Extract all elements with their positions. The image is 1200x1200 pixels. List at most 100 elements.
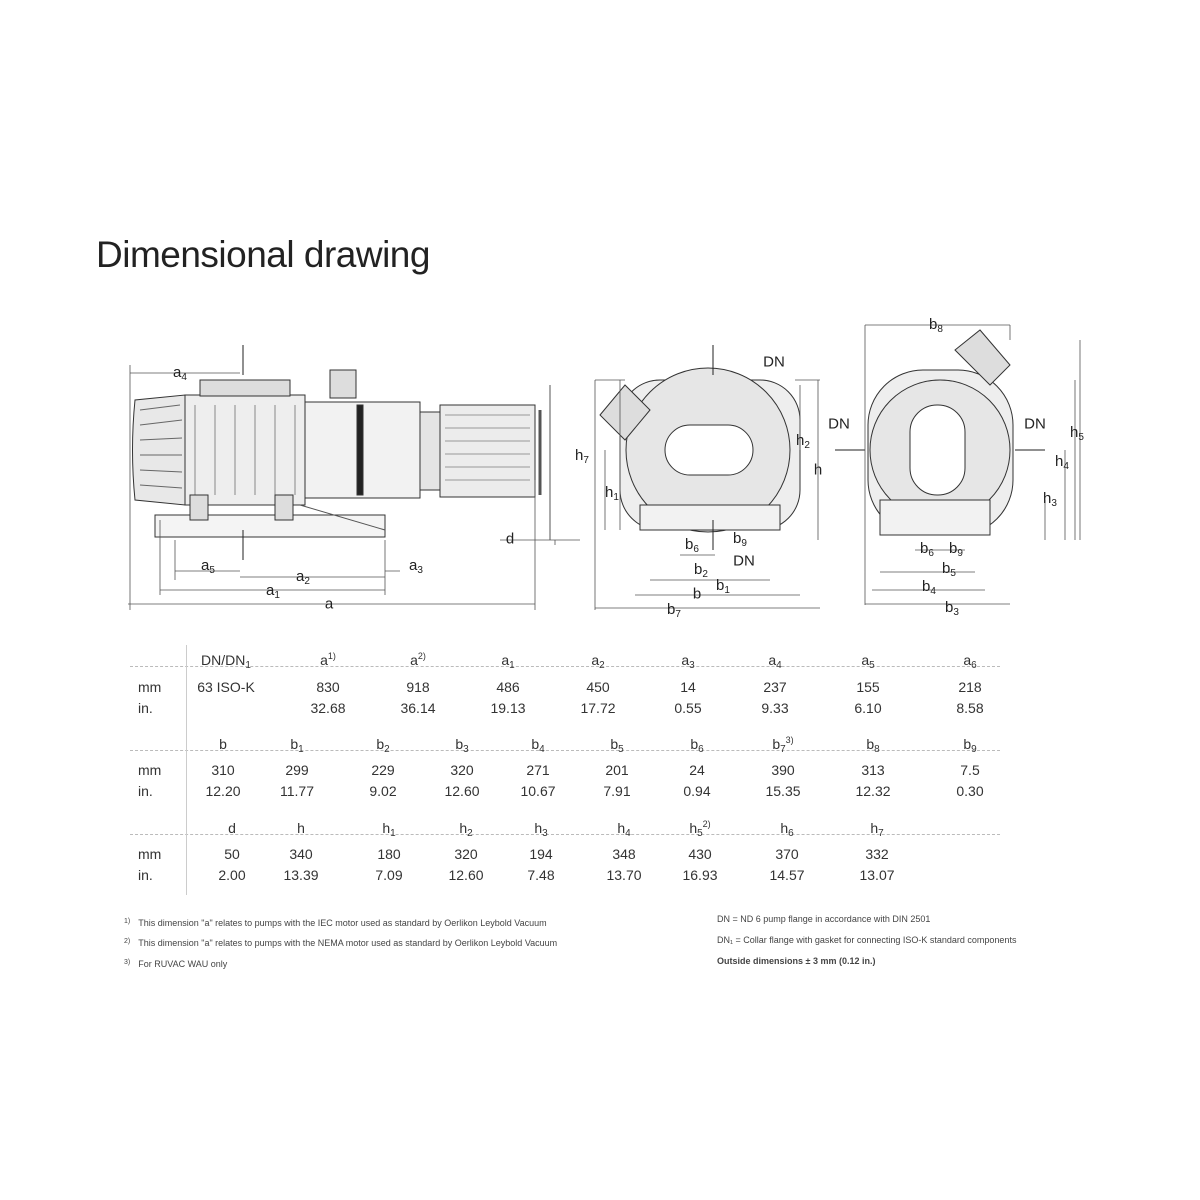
table-cell-mm: 332 [865, 846, 889, 862]
table-cell-mm: 310 [211, 762, 235, 778]
table-cell-in: 9.02 [369, 783, 397, 799]
table-cell-in: 13.39 [283, 867, 319, 883]
column-header: h3 [534, 820, 548, 839]
table-cell-in: 0.94 [683, 783, 711, 799]
footnote-3: 3)For RUVAC WAU only [124, 959, 228, 969]
unit-label: mm [138, 762, 162, 778]
page-title: Dimensional drawing [96, 234, 430, 275]
table-cell-in: 7.48 [527, 867, 555, 883]
table-cell-in: 14.57 [769, 867, 805, 883]
label-h5: h5 [1070, 424, 1084, 443]
table-cell-mm: 320 [450, 762, 474, 778]
table-cell-in: 32.68 [310, 700, 346, 716]
unit-label: mm [138, 846, 162, 862]
label-h4: h4 [1055, 453, 1069, 472]
table-cell-in: 19.13 [490, 700, 526, 716]
label-b6-front: b6 [685, 536, 699, 555]
label-h2: h2 [796, 432, 810, 451]
column-header: a1 [501, 652, 515, 671]
label-dn-top: DN [763, 353, 785, 371]
label-dn-left: DN [828, 415, 850, 433]
column-header: DN/DN1 [201, 652, 251, 671]
table-cell-in: 15.35 [765, 783, 801, 799]
table-cell-mm: 390 [771, 762, 795, 778]
label-b6-rear: b6 [920, 540, 934, 559]
label-dn-right: DN [1024, 415, 1046, 433]
column-header: b3 [455, 736, 469, 755]
column-header: a4 [768, 652, 782, 671]
label-b4: b4 [922, 578, 936, 597]
unit-label: in. [138, 867, 153, 883]
table-cell-in: 36.14 [400, 700, 436, 716]
note-dn: DN = ND 6 pump flange in accordance with… [717, 914, 931, 924]
table-cell-in: 7.91 [603, 783, 631, 799]
column-header: d [228, 820, 236, 836]
side-view [128, 345, 580, 610]
label-h1: h1 [605, 484, 619, 503]
table-cell-mm: 229 [371, 762, 395, 778]
table-cell-in: 7.09 [375, 867, 403, 883]
column-header: b [219, 736, 227, 752]
column-header: h6 [780, 820, 794, 839]
table-cell-in: 13.07 [859, 867, 895, 883]
label-a5: a5 [201, 557, 215, 576]
table-cell-in: 0.30 [956, 783, 984, 799]
label-d: d [505, 530, 515, 548]
table-cell-in: 6.10 [854, 700, 882, 716]
note-dn1: DN₁ = Collar flange with gasket for conn… [717, 935, 1017, 945]
unit-label: in. [138, 700, 153, 716]
label-h3: h3 [1043, 490, 1057, 509]
label-a: a [324, 595, 334, 613]
column-header: h7 [870, 820, 884, 839]
table-cell-in: 12.60 [444, 783, 480, 799]
column-header: b4 [531, 736, 545, 755]
column-header: b5 [610, 736, 624, 755]
label-b1: b1 [716, 577, 730, 596]
table-cell-mm: 201 [605, 762, 629, 778]
label-b8: b8 [929, 316, 943, 335]
label-a4: a4 [173, 364, 187, 383]
table-divider [130, 666, 1000, 667]
unit-label: mm [138, 679, 162, 695]
label-b5: b5 [942, 560, 956, 579]
table-cell-mm: 24 [689, 762, 705, 778]
table-cell-mm: 340 [289, 846, 313, 862]
table-cell-mm: 14 [680, 679, 696, 695]
label-b9-front: b9 [733, 530, 747, 549]
table-cell-mm: 271 [526, 762, 550, 778]
label-dn-bottom: DN [733, 552, 755, 570]
column-header: h [297, 820, 305, 836]
table-cell-mm: 237 [763, 679, 787, 695]
table-cell-in: 12.32 [855, 783, 891, 799]
label-b2: b2 [694, 561, 708, 580]
table-cell-mm: 830 [316, 679, 340, 695]
note-tolerance: Outside dimensions ± 3 mm (0.12 in.) [717, 956, 876, 966]
table-cell-mm: 450 [586, 679, 610, 695]
table-cell-mm: 320 [454, 846, 478, 862]
table-cell-mm: 299 [285, 762, 309, 778]
footnote-1: 1)This dimension "a" relates to pumps wi… [124, 918, 547, 928]
column-header: a2) [410, 651, 426, 668]
table-cell-in: 12.60 [448, 867, 484, 883]
column-header: h2 [459, 820, 473, 839]
table-cell-mm: 63 ISO-K [197, 679, 255, 695]
table-cell-mm: 50 [224, 846, 240, 862]
rear-view [835, 324, 1081, 605]
table-cell-in: 0.55 [674, 700, 702, 716]
table-cell-mm: 430 [688, 846, 712, 862]
table-divider [130, 750, 1000, 751]
table-vertical-divider [186, 645, 187, 895]
column-header: b1 [290, 736, 304, 755]
label-h: h [813, 461, 823, 479]
unit-label: in. [138, 783, 153, 799]
table-cell-in: 10.67 [520, 783, 556, 799]
table-cell-mm: 348 [612, 846, 636, 862]
table-cell-mm: 194 [529, 846, 553, 862]
label-a1: a1 [266, 582, 280, 601]
table-cell-mm: 155 [856, 679, 880, 695]
table-cell-in: 8.58 [956, 700, 984, 716]
column-header: a5 [861, 652, 875, 671]
table-cell-mm: 918 [406, 679, 430, 695]
